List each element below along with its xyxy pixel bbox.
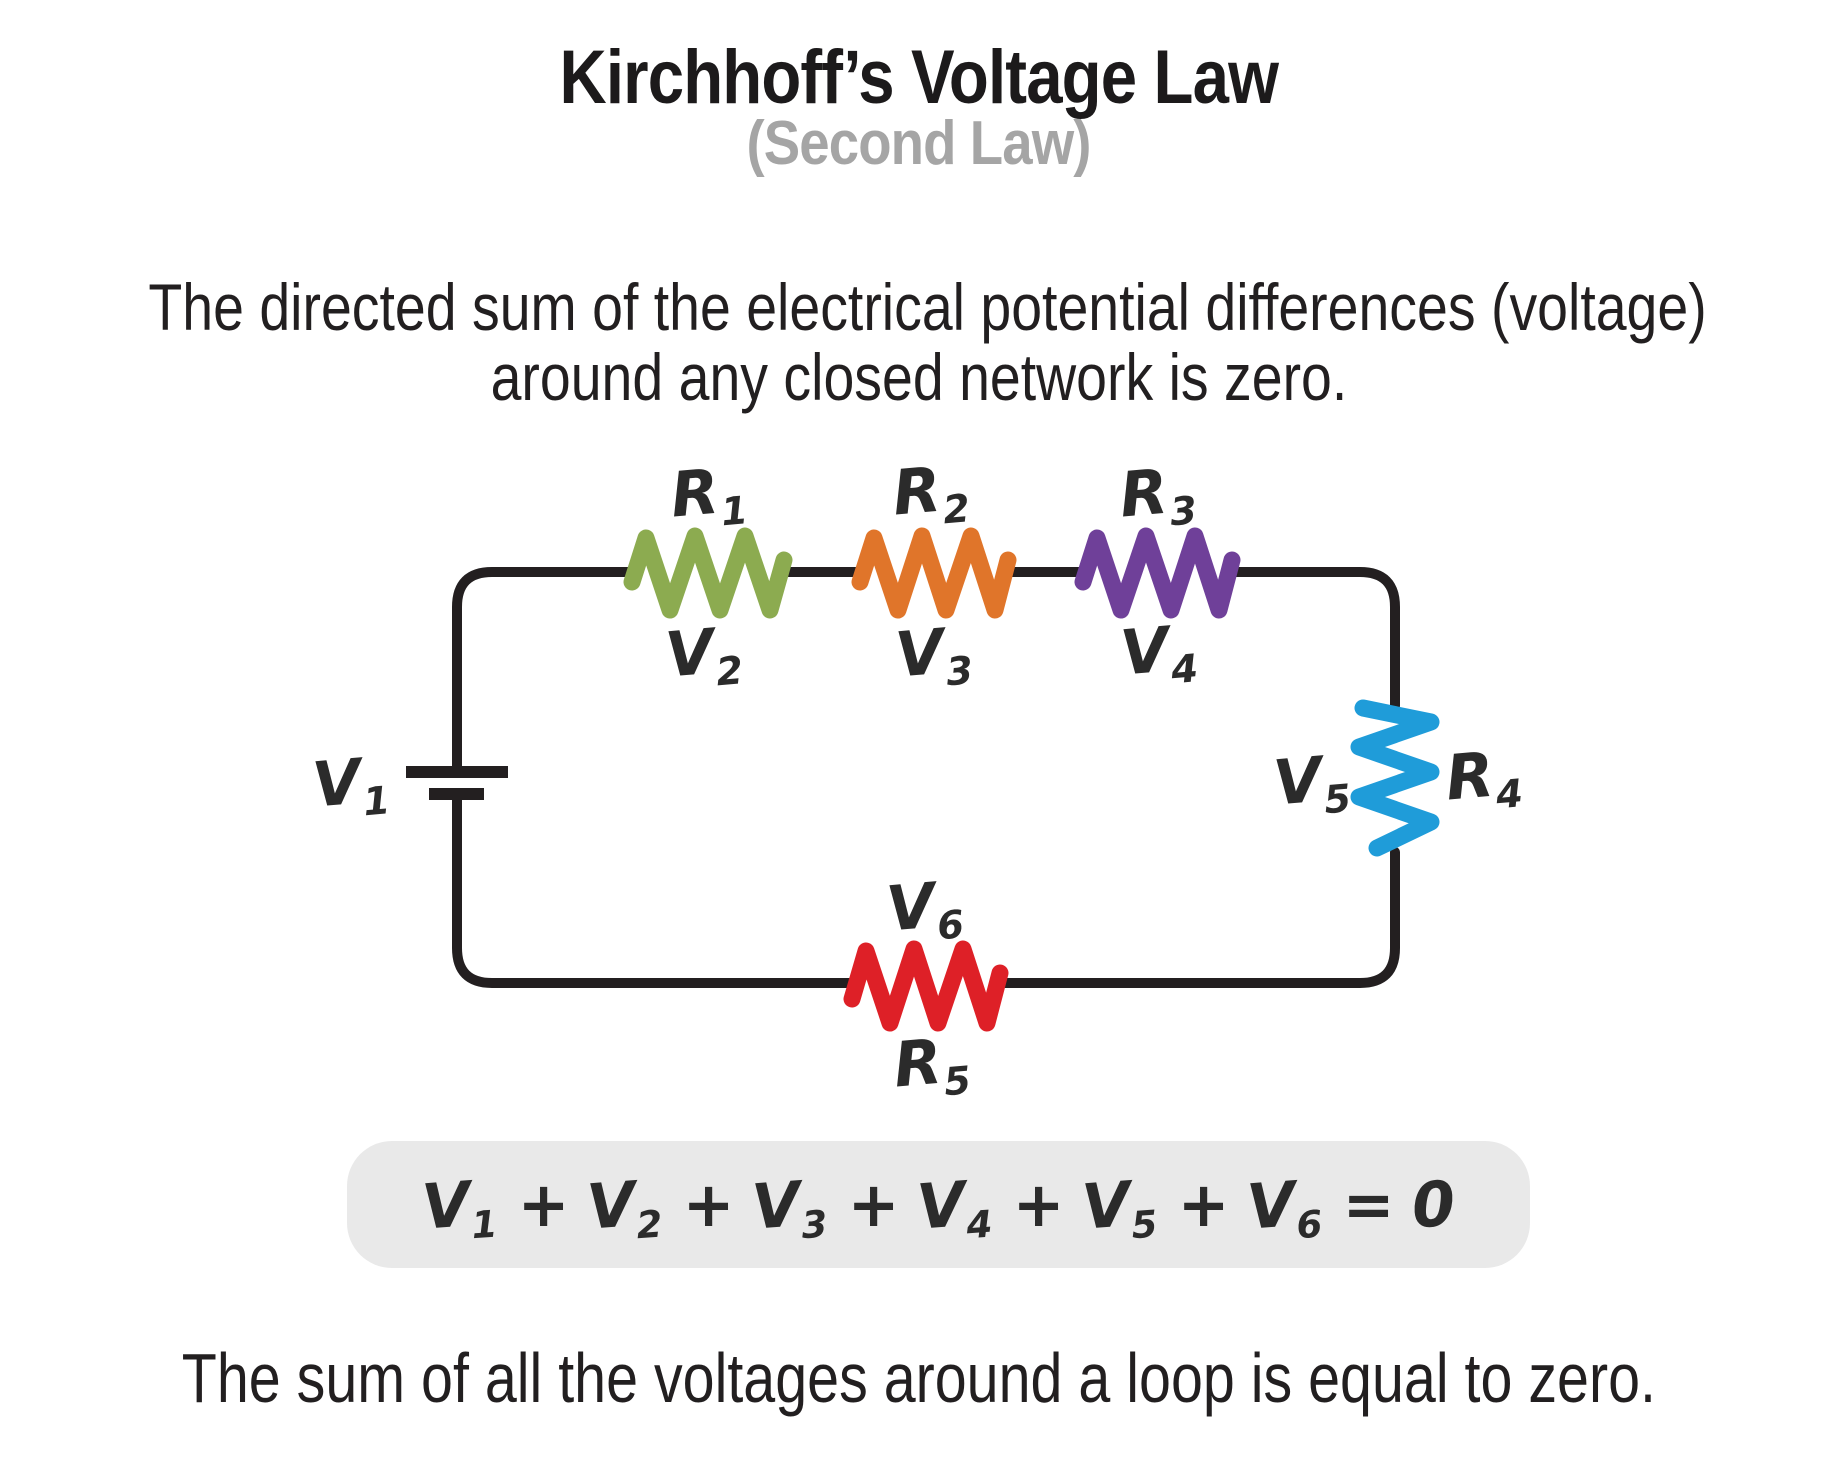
resistor-r4-zigzag [1350,699,1440,857]
v6-label-sub: 6 [935,901,966,950]
r4-label-base: R [1442,737,1497,815]
resistor-r1-zigzag [623,527,793,619]
voltage-v4-label: V4 [1117,610,1200,693]
resistor-r3-label: R3 [1116,452,1199,535]
page-title-text: Kirchhoff’s Voltage Law [559,35,1279,120]
equation-term-v2-sub: 2 [634,1201,664,1248]
resistor-r2-label: R2 [889,450,972,533]
equation-term-v4: V4 [914,1165,997,1247]
equation-term-v2-base: V [584,1167,638,1244]
r3-label-base: R [1116,454,1171,532]
page-subtitle: (Second Law) [0,108,1838,179]
v1-label-base: V [309,744,364,822]
v5-label-base: V [1270,742,1325,820]
wire-right-top-segment [1227,567,1400,711]
resistor-r5-zigzag [843,940,1009,1032]
v5-label-sub: 5 [1322,775,1353,824]
r4-label-sub: 4 [1494,770,1525,819]
equation-term-v6-sub: 6 [1294,1201,1324,1248]
v3-label-sub: 3 [944,647,975,696]
battery-v1-label: V1 [309,742,392,825]
equation-term-v5-sub: 5 [1129,1201,1159,1248]
equation-zero: 0 [1409,1166,1458,1243]
v6-label-base: V [883,868,938,946]
equation-term-v5-base: V [1079,1167,1133,1244]
voltage-v5-label: V5 [1270,740,1353,823]
equation-term-v5: V5 [1079,1165,1162,1247]
law-description-line1: The directed sum of the electrical poten… [148,270,1707,344]
wire-top-left-segment [452,567,637,772]
r2-label-sub: 2 [941,485,972,534]
law-description: The directed sum of the electrical poten… [0,272,1838,412]
law-description-line2-wrap: around any closed network is zero. [0,342,1838,412]
equation-term-v4-sub: 4 [964,1201,994,1248]
r2-label-base: R [889,452,944,530]
r5-label-sub: 5 [942,1057,973,1106]
r5-label-base: R [890,1024,945,1102]
v4-label-base: V [1117,612,1172,690]
voltage-v3-label: V3 [892,612,975,695]
wire-bottom-right-segment [995,847,1400,988]
equation-term-v6-base: V [1244,1167,1298,1244]
equation-plus-2: + [682,1168,735,1241]
r1-label-base: R [667,454,722,532]
footer-statement: The sum of all the voltages around a loo… [0,1338,1838,1418]
footer-statement-text: The sum of all the voltages around a loo… [181,1339,1657,1417]
equation-term-v2: V2 [584,1165,667,1247]
resistor-r2-zigzag [851,527,1017,619]
equation-term-v4-base: V [914,1167,968,1244]
law-description-line1-wrap: The directed sum of the electrical poten… [0,272,1838,342]
equation-term-v3-sub: 3 [799,1201,829,1248]
v2-label-sub: 2 [714,647,745,696]
resistor-r4-label: R4 [1442,735,1525,818]
equation-term-v1: V1 [419,1165,502,1247]
page-subtitle-text: (Second Law) [746,109,1092,178]
equation-plus-1: + [517,1168,570,1241]
page-title: Kirchhoff’s Voltage Law [0,34,1838,121]
resistor-r1-label: R1 [667,452,750,535]
v4-label-sub: 4 [1169,645,1200,694]
equation-plus-3: + [847,1168,900,1241]
r3-label-sub: 3 [1168,487,1199,536]
v1-label-sub: 1 [361,777,392,826]
voltage-v6-label: V6 [883,866,966,949]
law-description-line2: around any closed network is zero. [490,340,1348,414]
equation-plus-4: + [1012,1168,1065,1241]
wire-left-bottom-segment [452,794,857,988]
kvl-equation-box: V1 + V2 + V3 + V4 + V5 + V6 = 0 [347,1141,1530,1268]
equation-term-v1-sub: 1 [469,1201,499,1248]
resistor-r5-label: R5 [890,1022,973,1105]
v3-label-base: V [892,614,947,692]
voltage-v2-label: V2 [662,612,745,695]
equation-equals-sign: = [1342,1168,1395,1241]
equation-term-v3-base: V [749,1167,803,1244]
equation-term-v3: V3 [749,1165,832,1247]
equation-term-v6: V6 [1244,1165,1327,1247]
equation-term-v1-base: V [419,1167,473,1244]
equation-plus-5: + [1177,1168,1230,1241]
r1-label-sub: 1 [719,487,750,536]
v2-label-base: V [662,614,717,692]
resistor-r3-zigzag [1074,527,1241,619]
